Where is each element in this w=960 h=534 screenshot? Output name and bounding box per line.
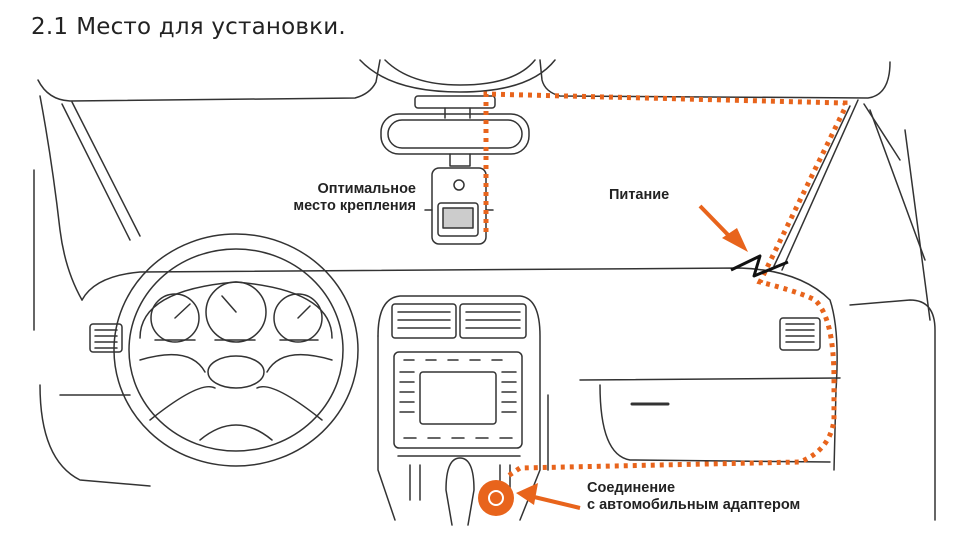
fuel-gauge <box>273 293 323 343</box>
cable-route <box>483 91 848 481</box>
section-number: 2.1 <box>31 14 69 40</box>
adapter-arrow <box>516 483 581 510</box>
optimal-mount-label: Оптимальное место крепления <box>200 181 416 215</box>
adapter-connection-label: Соединение с автомобильным адаптером <box>587 480 800 514</box>
tachometer-gauge <box>150 293 200 343</box>
instrument-cluster <box>139 281 333 343</box>
optimal-mount-label-line1: Оптимальное <box>317 181 416 197</box>
center-console <box>377 295 541 526</box>
adapter-connection-label-line1: Соединение <box>587 480 676 496</box>
dashcam-device <box>424 167 494 245</box>
roof-outline <box>37 59 891 102</box>
rearview-mirror <box>380 113 530 155</box>
power-arrow <box>698 204 748 252</box>
head-unit <box>393 351 523 449</box>
head-unit-screen <box>419 371 497 425</box>
speedometer-gauge <box>205 281 267 343</box>
steering-wheel <box>113 233 359 467</box>
left-air-vent <box>89 323 123 353</box>
mirror-mount <box>380 95 530 167</box>
power-clip-mark <box>730 254 789 278</box>
center-vent-left <box>391 303 457 339</box>
right-air-vent <box>779 317 821 351</box>
center-vent-right <box>459 303 527 339</box>
a-pillars <box>33 95 931 331</box>
section-title: Место для установки. <box>76 14 346 40</box>
adapter-connection-label-line2: с автомобильным адаптером <box>587 497 801 513</box>
optimal-mount-label-line2: место крепления <box>293 198 416 214</box>
dashboard-outline <box>39 267 936 521</box>
section-heading: 2.1 Место для установки. <box>31 14 346 40</box>
power-socket-icon <box>478 480 514 516</box>
power-label: Питание <box>609 187 670 203</box>
